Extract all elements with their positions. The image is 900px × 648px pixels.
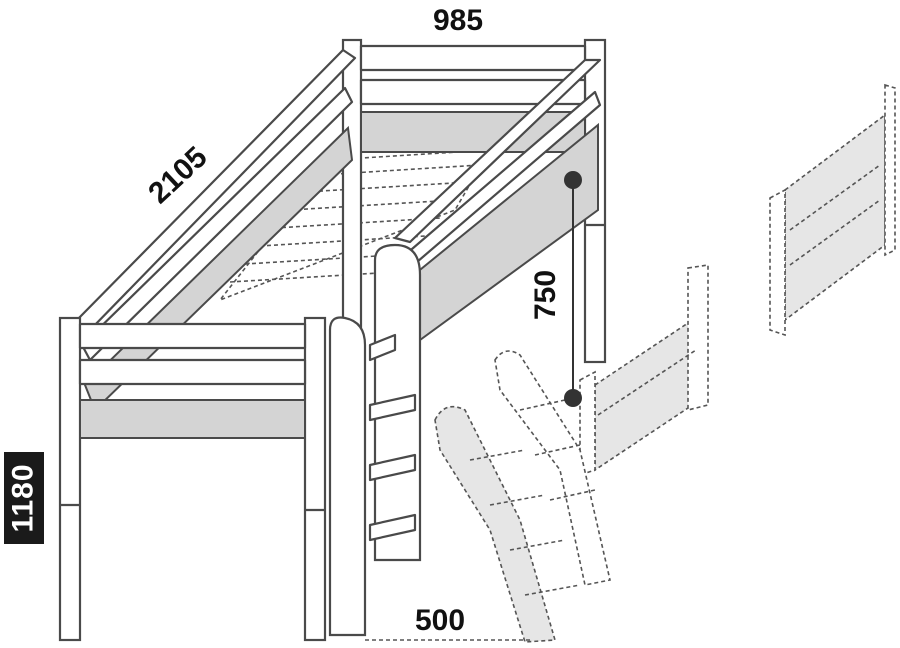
dimension-750: 750	[529, 171, 582, 407]
optional-ladder-back	[494, 350, 611, 586]
optional-rail-panel	[769, 83, 896, 337]
total-height-badge: 1180	[4, 452, 44, 544]
ladder-depth-label: 500	[415, 604, 465, 637]
front-frame	[58, 316, 327, 642]
total-height-label: 1180	[7, 463, 40, 533]
right-side-rails	[393, 58, 602, 342]
width-label: 985	[433, 4, 483, 37]
optional-end-panel	[579, 264, 709, 477]
optional-ladder-front	[434, 405, 581, 643]
ladder-height-label: 750	[529, 270, 562, 320]
installed-ladder	[328, 243, 422, 637]
dimension-500: 500	[365, 604, 530, 641]
